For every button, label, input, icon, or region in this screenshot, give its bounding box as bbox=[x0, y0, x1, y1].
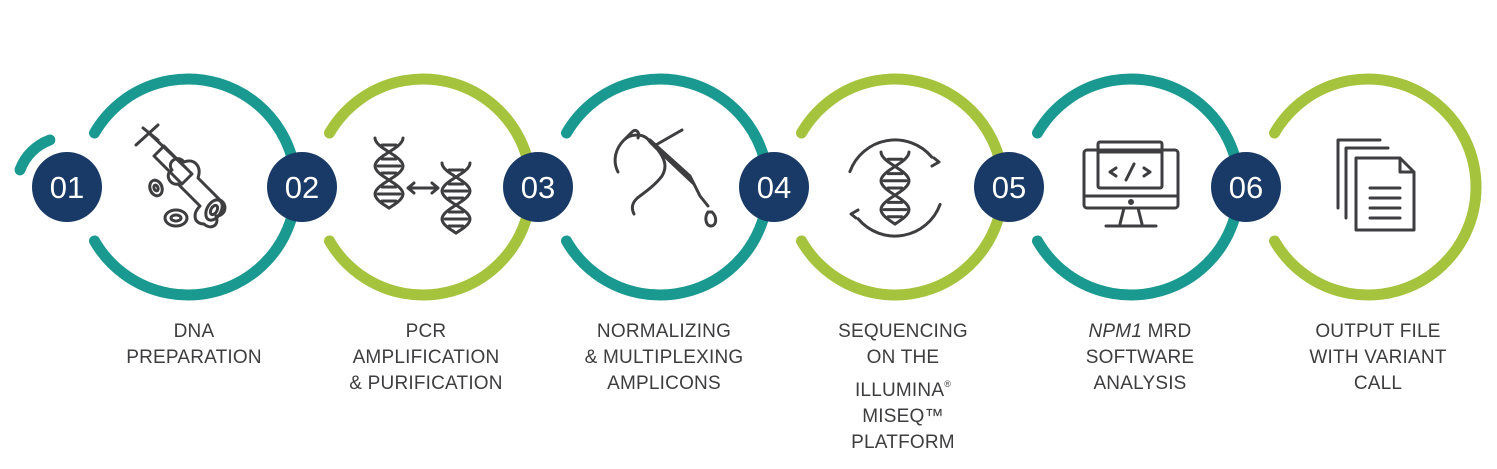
step-5-label: NPM1 MRD SOFTWARE ANALYSIS bbox=[1085, 321, 1195, 394]
step-1-badge-circle bbox=[32, 152, 102, 222]
step-6-badge: 06 bbox=[1211, 152, 1281, 222]
lead-arc bbox=[14, 134, 56, 176]
step-6-number: 06 bbox=[1229, 170, 1263, 205]
step-3-label: NORMALIZING & MULTIPLEXING AMPLICONS bbox=[584, 321, 744, 394]
step-4-number: 04 bbox=[757, 170, 791, 205]
step-2-number: 02 bbox=[285, 170, 319, 205]
step-4-label: SEQUENCING ON THE ILLUMINA® MISEQ™ PLATF… bbox=[838, 321, 968, 453]
blood-sample-icon bbox=[134, 123, 227, 229]
step-1-ring bbox=[89, 73, 302, 301]
dna-amplification-icon bbox=[373, 136, 472, 235]
step-6-badge-circle bbox=[1211, 152, 1281, 222]
documents-icon bbox=[1336, 138, 1416, 232]
step-3-badge-circle bbox=[503, 152, 573, 222]
step-3-ring bbox=[561, 73, 774, 301]
step-1-label: DNA PREPARATION bbox=[126, 321, 262, 368]
step-1-badge: 01 bbox=[32, 152, 102, 222]
step-5-badge: 05 bbox=[974, 152, 1044, 222]
step-5-number: 05 bbox=[992, 170, 1026, 205]
step-6-label: OUTPUT FILE WITH VARIANT CALL bbox=[1309, 321, 1447, 394]
step-2-badge-circle bbox=[267, 152, 337, 222]
step-3-number: 03 bbox=[521, 170, 555, 205]
step-3-badge: 03 bbox=[503, 152, 573, 222]
step-1-number: 01 bbox=[50, 170, 84, 205]
step-4-badge-circle bbox=[739, 152, 809, 222]
pipette-hand-icon bbox=[613, 128, 718, 228]
step-6-ring bbox=[1269, 73, 1482, 301]
computer-code-icon bbox=[1082, 140, 1180, 228]
step-5-badge-circle bbox=[974, 152, 1044, 222]
step-4-badge: 04 bbox=[739, 152, 809, 222]
step-2-label: PCR AMPLIFICATION & PURIFICATION bbox=[349, 321, 503, 394]
step-2-badge: 02 bbox=[267, 152, 337, 222]
dna-cycle-icon bbox=[848, 138, 942, 238]
